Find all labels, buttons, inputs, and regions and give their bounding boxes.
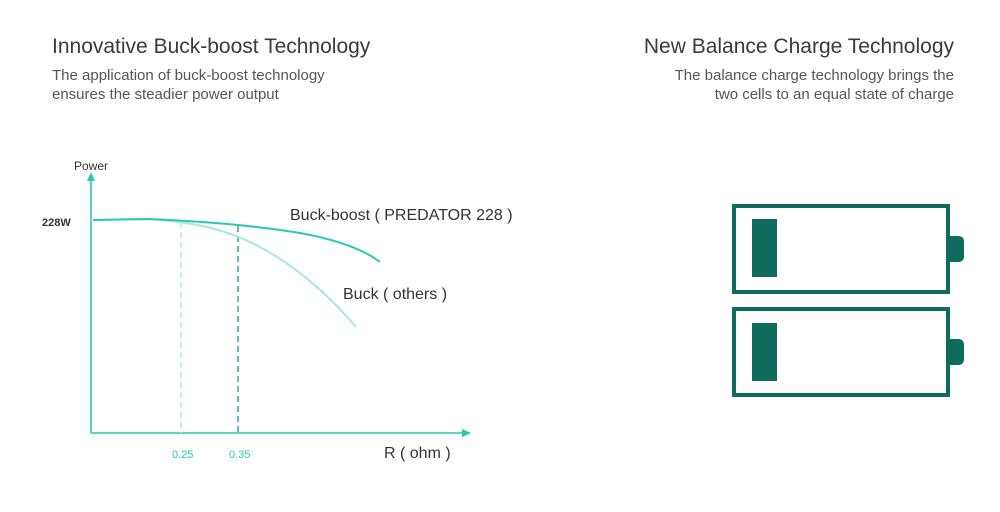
battery-1-body — [732, 204, 950, 294]
balance-charge-section: New Balance Charge Technology The balanc… — [534, 34, 954, 104]
power-chart: Power R ( ohm ) 228W 0.25 0.35 Buck-boos… — [42, 159, 513, 462]
battery-2-charge — [752, 323, 777, 381]
balance-charge-subtitle-line-1: The balance charge technology brings the — [674, 67, 954, 84]
y-axis-label: Power — [74, 159, 108, 173]
buck-boost-series-label: Buck-boost ( PREDATOR 228 ) — [290, 207, 513, 224]
battery-1-charge — [752, 219, 777, 277]
x-tick-035: 0.35 — [229, 449, 250, 461]
balance-charge-title: New Balance Charge Technology — [643, 35, 954, 58]
batteries-illustration — [732, 204, 964, 397]
buck-boost-curve — [92, 217, 381, 263]
balance-charge-subtitle: The balance charge technology brings the… — [534, 66, 954, 104]
battery-icon — [732, 204, 964, 294]
battery-2-terminal — [950, 339, 964, 365]
y-tick-228w: 228W — [42, 217, 71, 229]
buck-boost-subtitle-line-1: The application of buck-boost technology — [52, 67, 325, 84]
buck-boost-title: Innovative Buck-boost Technology — [52, 35, 371, 58]
x-axis-label: R ( ohm ) — [384, 445, 451, 462]
buck-curve — [92, 217, 357, 328]
buck-boost-subtitle-line-2: ensures the steadier power output — [52, 86, 279, 103]
x-axis-arrow — [462, 429, 471, 437]
battery-2-body — [732, 307, 950, 397]
battery-1-terminal — [950, 236, 964, 262]
battery-icon — [732, 307, 964, 397]
buck-boost-section: Innovative Buck-boost Technology The app… — [52, 34, 472, 104]
buck-series-label: Buck ( others ) — [343, 286, 447, 303]
buck-boost-subtitle: The application of buck-boost technology… — [52, 66, 472, 104]
y-axis-arrow — [87, 172, 95, 181]
x-tick-025: 0.25 — [172, 449, 193, 461]
balance-charge-subtitle-line-2: two cells to an equal state of charge — [714, 86, 954, 103]
